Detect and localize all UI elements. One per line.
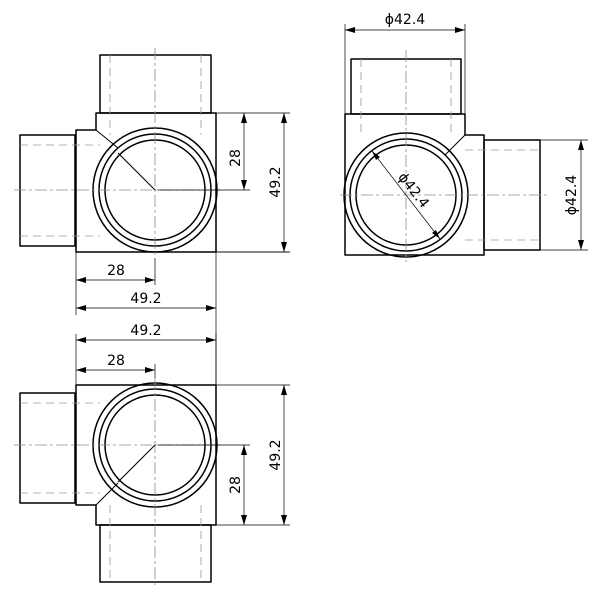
left-tube [19,134,76,247]
view-top-left: 28 49.2 28 49.2 [14,48,290,315]
dim-diameter-side: ϕ42.4 [564,175,580,216]
view-top-right: ϕ42.4 ϕ42.4 ϕ42.4 [340,12,588,262]
view-bottom-left: 49.2 28 28 49.2 [14,315,290,588]
dim-horizontal-28-bottom: 28 [107,353,125,369]
dim-vertical-49-bottom: 49.2 [268,439,284,470]
dim-vertical-49: 49.2 [268,166,284,197]
top-tube [99,54,212,114]
dim-vertical-28: 28 [228,149,244,167]
dim-horizontal-49-bottom: 49.2 [130,323,161,339]
dim-diameter-top: ϕ42.4 [385,12,426,28]
left-tube-bottom [19,392,76,504]
dim-diameter-inner: ϕ42.4 [394,170,432,212]
dim-vertical-28-bottom: 28 [228,476,244,494]
dim-horizontal-28: 28 [107,263,125,279]
dim-horizontal-49: 49.2 [130,291,161,307]
bottom-tube [99,524,212,583]
fitting-body [75,112,217,253]
